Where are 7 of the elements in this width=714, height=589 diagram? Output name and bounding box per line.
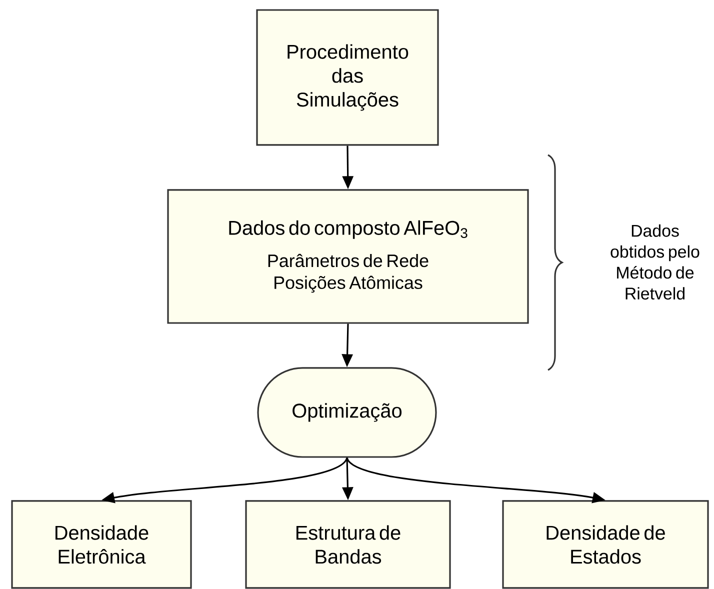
side-note: Dados obtidos pelo Método de Rietveld [610,224,700,300]
process-box: Densidade Eletrônica [11,500,192,589]
process-box: Procedimento das Simulações [256,9,439,146]
process-box: Densidade de Estados [502,500,709,589]
process-box: Dados do composto AlFeO$_{3}$ Parâmetros de Rede Posições Atômicas [167,189,529,324]
process-box: Estrutura de Bandas [245,500,451,589]
rounded-process-box: Optimização [257,367,437,458]
